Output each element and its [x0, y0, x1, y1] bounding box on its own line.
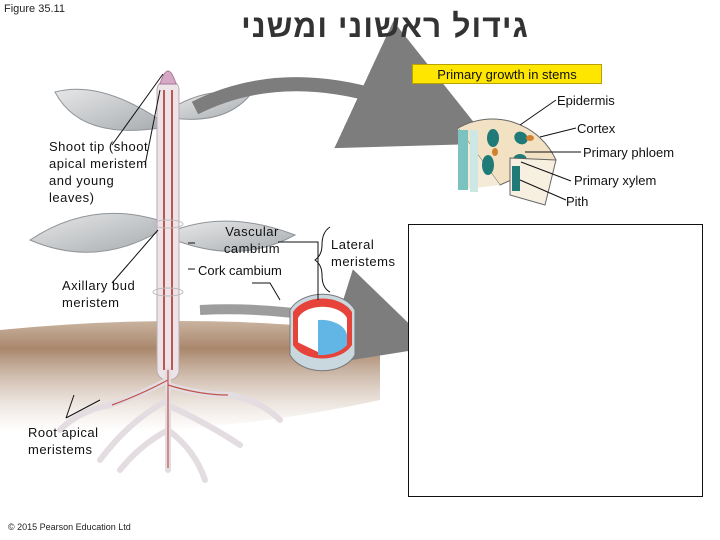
- leaf-middle-left: [28, 212, 159, 253]
- page-title: גידול ראשוני ומשני: [241, 8, 529, 44]
- primary-stem-cross-section: [457, 118, 557, 206]
- stem: [156, 79, 180, 381]
- label-vascular-cambium: Vascular cambium: [223, 224, 281, 256]
- lateral-meristem-cross-section: [289, 293, 356, 372]
- label-primary-phloem: Primary phloem: [583, 145, 675, 160]
- shoot-tip: [159, 70, 177, 85]
- label-root-apical: Root apical meristems: [28, 425, 99, 457]
- label-pith: Pith: [566, 194, 589, 209]
- empty-panel: [408, 224, 703, 497]
- label-cork-cambium: Cork cambium: [198, 263, 282, 278]
- leaf-upper-left: [54, 88, 161, 131]
- primary-growth-highlight: Primary growth in stems: [412, 64, 602, 84]
- arrow-to-primary: [191, 21, 491, 149]
- label-primary-xylem: Primary xylem: [574, 173, 657, 188]
- label-axillary-bud: Axillary bud meristem: [62, 278, 136, 310]
- soil: [0, 321, 380, 432]
- leaf-middle-right: [174, 220, 297, 252]
- label-epidermis: Epidermis: [557, 93, 615, 108]
- figure-label: Figure 35.11: [4, 3, 65, 15]
- copyright: © 2015 Pearson Education Ltd: [8, 522, 131, 532]
- label-cortex: Cortex: [577, 121, 616, 136]
- label-lateral-meristems: Lateral meristems: [331, 237, 396, 269]
- label-shoot-tip: Shoot tip (shoot apical meristem and you…: [49, 139, 149, 205]
